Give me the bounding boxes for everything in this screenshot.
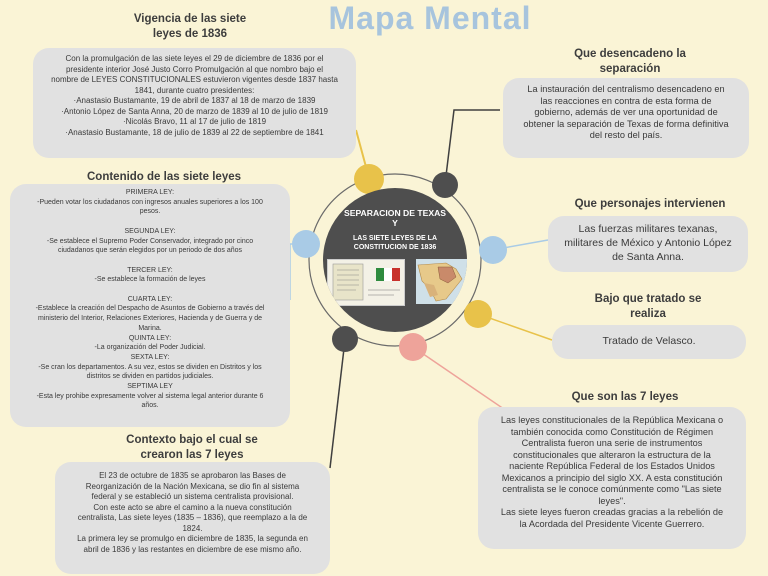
personajes-heading: Que personajes intervienen <box>574 198 726 210</box>
desencadeno-heading: Que desencadeno la separación <box>574 48 686 75</box>
personajes-box: Las fuerzas militares texanas, militares… <box>548 216 748 272</box>
tratado-box: Tratado de Velasco. <box>552 325 746 359</box>
contenido-heading: Contenido de las siete leyes <box>86 171 242 183</box>
vigencia-heading: Vigencia de las siete leyes de 1836 <box>133 13 247 40</box>
central-subtitle: LAS SIETE LEYES DE LA CONSTITUCION DE 18… <box>352 235 437 251</box>
page-title: Mapa Mental <box>328 0 532 36</box>
dark-dot <box>332 326 358 352</box>
contexto-heading: Contexto bajo el cual se crearon las 7 l… <box>126 434 258 461</box>
yellow-dot <box>464 300 492 328</box>
map-illustration <box>416 259 467 304</box>
blue-dot <box>479 236 507 264</box>
dark-dot <box>432 172 458 198</box>
desencadeno-box: La instauración del centralismo desencad… <box>503 78 749 158</box>
sieteleyes-box: Las leyes constitucionales de la Repúbli… <box>478 407 746 549</box>
scroll-illustration <box>332 263 400 301</box>
vigencia-box: Con la promulgación de las siete leyes e… <box>33 48 356 158</box>
outer-ring <box>308 173 482 347</box>
seven-laws-image <box>327 259 405 306</box>
contenido-box: PRIMERA LEY: -Pueden votar los ciudadano… <box>10 184 290 427</box>
texas-map-image <box>416 259 467 304</box>
central-title: SEPARACION DE TEXAS Y <box>343 208 447 228</box>
blue-dot <box>292 230 320 258</box>
tratado-heading: Bajo que tratado se realiza <box>594 293 702 320</box>
line-contexto <box>329 339 346 469</box>
central-node: SEPARACION DE TEXAS Y LAS SIETE LEYES DE… <box>323 188 467 332</box>
line-desencadeno <box>444 109 500 185</box>
pink-dot <box>399 333 427 361</box>
sieteleyes-heading: Que son las 7 leyes <box>571 391 679 403</box>
contexto-box: El 23 de octubre de 1835 se aprobaron la… <box>55 462 330 574</box>
